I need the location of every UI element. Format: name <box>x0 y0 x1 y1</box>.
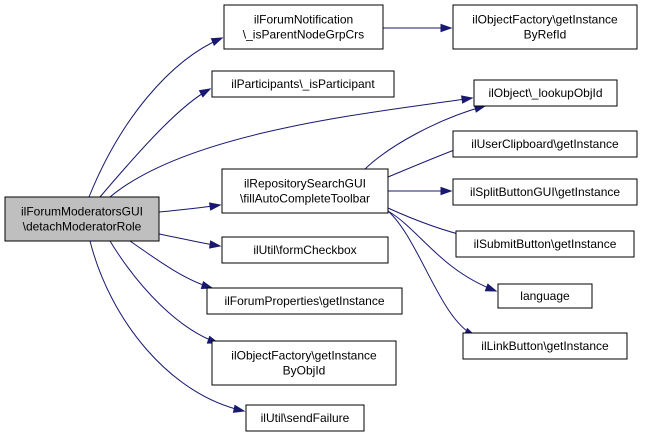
edge-line <box>387 210 476 337</box>
node-box <box>211 70 395 98</box>
node-box <box>452 4 638 50</box>
arrowhead-icon <box>198 88 212 98</box>
callee-node[interactable]: ilSplitButtonGUI\getInstance <box>452 178 638 206</box>
callee-node[interactable]: ilLinkButton\getInstance <box>462 332 628 360</box>
arrowhead-icon <box>484 283 498 292</box>
node-box <box>221 236 389 264</box>
edge-n_notif-to-n_of_ref <box>383 23 453 33</box>
arrowhead-icon <box>208 240 222 249</box>
edge-root-to-n_part <box>99 88 212 198</box>
node-box <box>4 196 160 242</box>
node-label: ilObjectFactory\getInstance <box>231 349 377 363</box>
edge-n_repo-to-n_language <box>387 210 498 292</box>
edge-root-to-n_of_obj <box>109 240 220 344</box>
callee-node[interactable]: ilRepositorySearchGUI\fillAutoCompleteTo… <box>221 168 389 214</box>
node-label: ilObject\_lookupObjId <box>488 86 602 100</box>
node-box <box>206 287 403 315</box>
callee-node[interactable]: ilParticipants\_isParticipant <box>211 70 395 98</box>
node-label: \detachModeratorRole <box>23 220 142 234</box>
arrowhead-icon <box>210 37 224 46</box>
callee-node[interactable]: ilUserClipboard\getInstance <box>452 130 638 158</box>
arrowhead-icon <box>440 186 453 196</box>
edge-line <box>129 240 213 289</box>
edge-root-to-n_repo <box>158 202 222 213</box>
edge-root-to-n_lookup <box>109 95 474 198</box>
arrowhead-icon <box>208 202 222 211</box>
edge-root-to-n_checkbox <box>158 233 222 249</box>
edges-layer <box>88 23 498 413</box>
node-label: ByObjId <box>283 364 326 378</box>
edge-line <box>109 97 473 198</box>
node-label: ilForumNotification <box>254 13 353 27</box>
node-box <box>455 230 635 258</box>
node-box <box>245 404 365 432</box>
node-label: ilLinkButton\getInstance <box>481 339 609 353</box>
edge-line <box>88 37 223 198</box>
node-box <box>452 130 638 158</box>
node-box <box>223 4 384 50</box>
arrowhead-icon <box>460 95 474 104</box>
callee-node[interactable]: ilUtil\formCheckbox <box>221 236 389 264</box>
callee-node[interactable]: ilUtil\sendFailure <box>245 404 365 432</box>
node-label: ilSubmitButton\getInstance <box>474 237 617 251</box>
callee-node[interactable]: ilObject\_lookupObjId <box>473 79 618 107</box>
node-label: ilForumProperties\getInstance <box>224 294 384 308</box>
edge-line <box>364 105 486 170</box>
edge-n_repo-to-n_split <box>388 186 453 196</box>
arrowhead-icon <box>232 404 246 413</box>
node-label: language <box>520 289 570 303</box>
callee-node[interactable]: ilForumProperties\getInstance <box>206 287 403 315</box>
edge-root-to-n_props <box>129 240 214 290</box>
node-box <box>462 332 628 360</box>
callee-node[interactable]: language <box>497 283 593 309</box>
arrowhead-icon <box>440 23 453 33</box>
node-label: ilUtil\formCheckbox <box>253 243 356 257</box>
edge-line <box>99 88 211 198</box>
node-box <box>211 340 397 386</box>
node-label: ilParticipants\_isParticipant <box>231 77 375 91</box>
current-function-node[interactable]: ilForumModeratorsGUI\detachModeratorRole <box>4 196 160 242</box>
node-label: ilForumModeratorsGUI <box>21 205 143 219</box>
callee-node[interactable]: ilForumNotification\_isParentNodeGrpCrs <box>223 4 384 50</box>
edge-line <box>387 210 497 292</box>
edge-root-to-n_notif <box>88 37 224 198</box>
edge-line <box>89 240 245 412</box>
callee-node[interactable]: ilSubmitButton\getInstance <box>455 230 635 258</box>
nodes-layer: ilForumModeratorsGUI\detachModeratorRole… <box>4 4 638 432</box>
node-label: ilSplitButtonGUI\getInstance <box>470 185 620 199</box>
node-label: ilUserClipboard\getInstance <box>471 137 619 151</box>
edge-line <box>109 240 219 344</box>
node-box <box>497 283 593 309</box>
node-label: \_isParentNodeGrpCrs <box>243 28 364 42</box>
node-label: \fillAutoCompleteToolbar <box>240 192 370 206</box>
node-box <box>221 168 389 214</box>
node-label: ByRefId <box>524 28 567 42</box>
node-label: ilObjectFactory\getInstance <box>472 13 618 27</box>
node-box <box>473 79 618 107</box>
node-label: ilUtil\sendFailure <box>261 411 350 425</box>
edge-root-to-n_fail <box>89 240 246 413</box>
node-box <box>452 178 638 206</box>
node-label: ilRepositorySearchGUI <box>244 177 366 191</box>
